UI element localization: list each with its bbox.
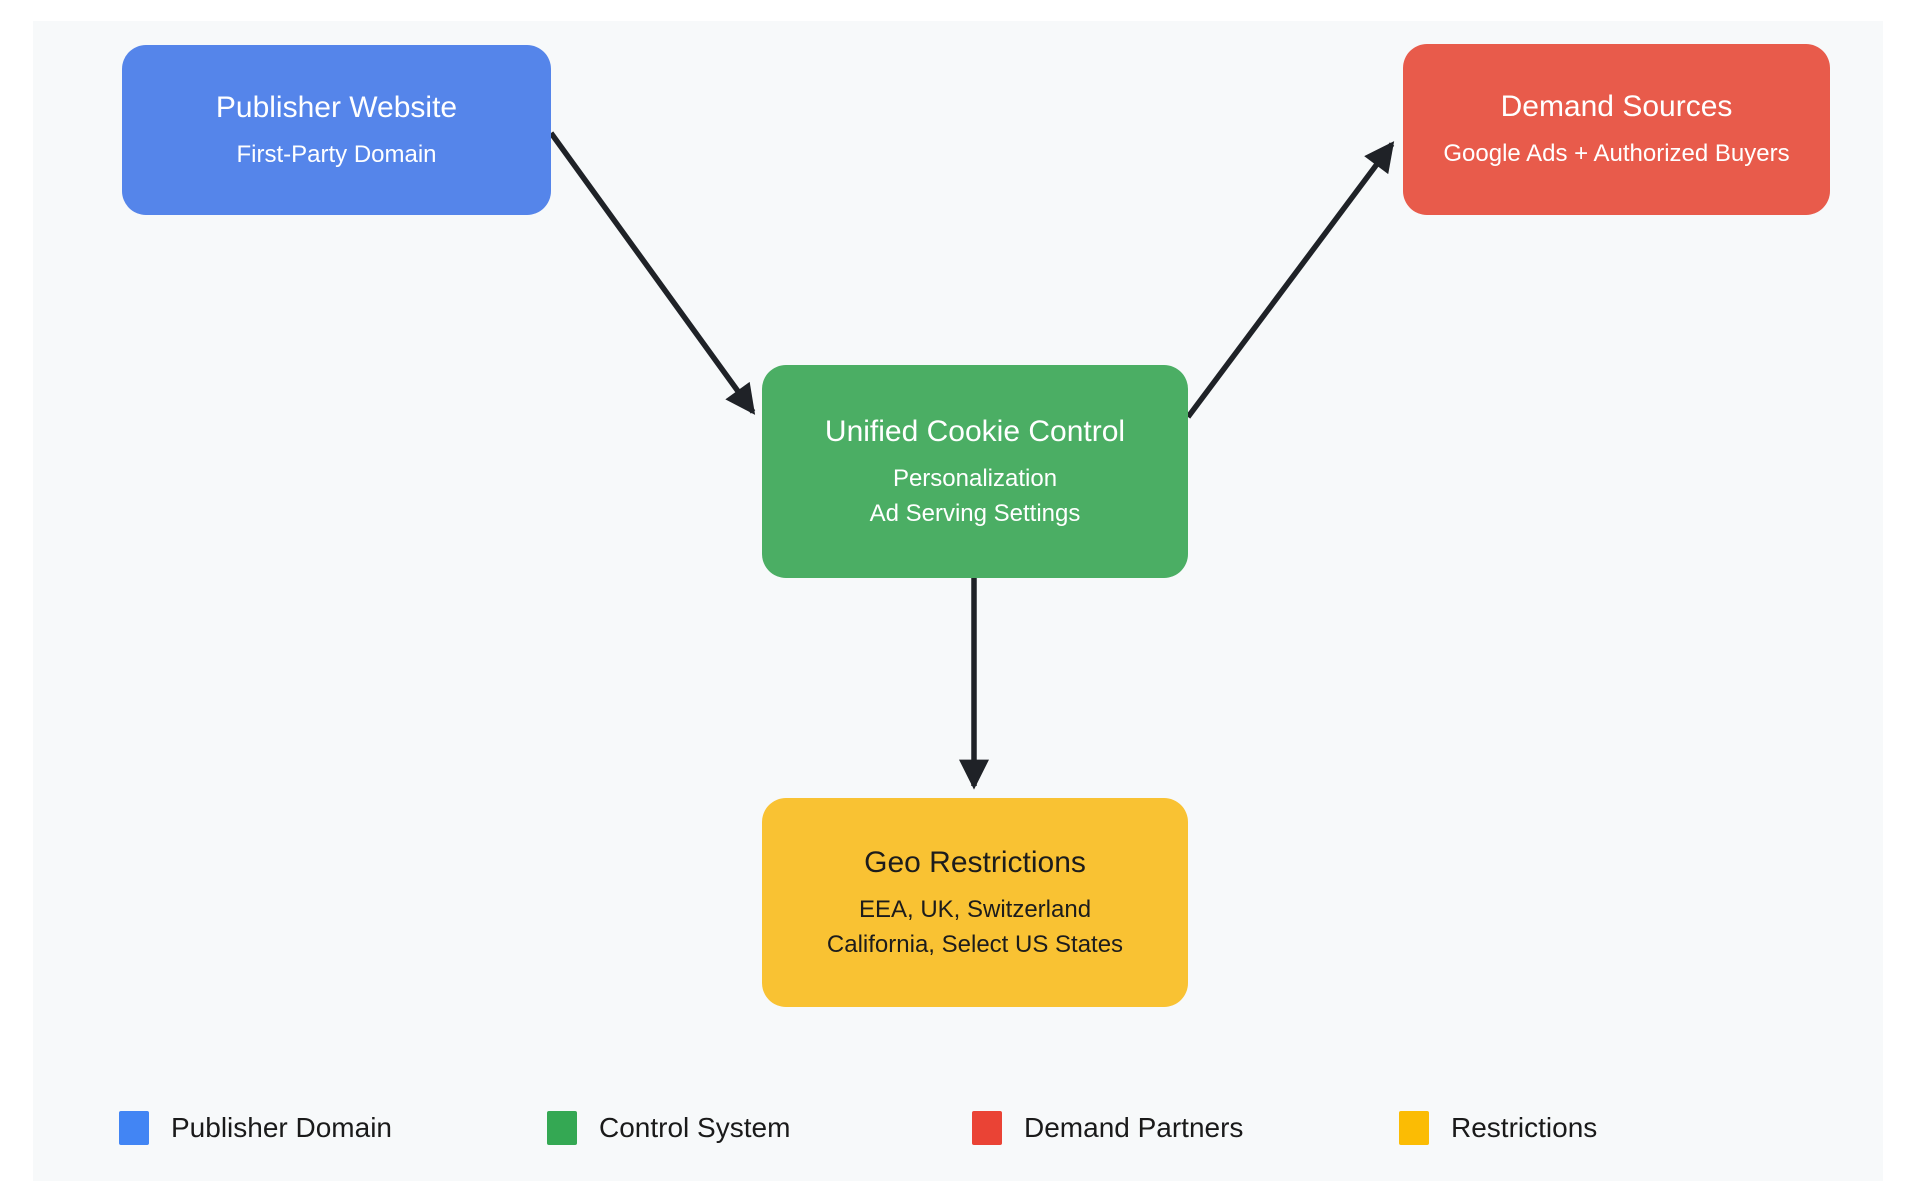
node-subtitle: First-Party Domain	[236, 140, 437, 168]
node-subtitle: Google Ads + Authorized Buyers	[1443, 140, 1790, 167]
node-title: Publisher Website	[215, 90, 458, 124]
legend: Publisher Domain Control System Demand P…	[0, 1108, 1920, 1152]
legend-item-control-system: Control System	[547, 1108, 790, 1148]
legend-label: Control System	[599, 1112, 791, 1143]
legend-label: Publisher Domain	[171, 1112, 392, 1143]
legend-swatch-publisher-domain	[119, 1111, 149, 1145]
legend-swatch-restrictions	[1399, 1111, 1429, 1145]
legend-swatch-demand-partners	[972, 1111, 1002, 1145]
node-subtitle: Personalization	[892, 464, 1058, 492]
legend-item-restrictions: Restrictions	[1399, 1108, 1597, 1148]
node-unified-cookie-control: Unified Cookie Control Personalization A…	[762, 365, 1188, 578]
legend-label: Restrictions	[1451, 1112, 1598, 1143]
legend-item-demand-partners: Demand Partners	[972, 1108, 1243, 1148]
legend-item-publisher-domain: Publisher Domain	[119, 1108, 392, 1148]
node-title: Geo Restrictions	[864, 845, 1086, 879]
node-subtitle: EEA, UK, Switzerland	[858, 895, 1092, 923]
node-geo-restrictions: Geo Restrictions EEA, UK, Switzerland Ca…	[762, 798, 1188, 1007]
node-title: Unified Cookie Control	[824, 414, 1126, 448]
node-demand-sources: Demand Sources Google Ads + Authorized B…	[1403, 44, 1830, 215]
legend-label: Demand Partners	[1024, 1112, 1244, 1143]
legend-swatch-control-system	[547, 1111, 577, 1145]
node-subtitle: Ad Serving Settings	[869, 499, 1081, 527]
node-publisher-website: Publisher Website First-Party Domain	[122, 45, 551, 215]
node-title: Demand Sources	[1500, 90, 1733, 123]
node-subtitle: California, Select US States	[826, 930, 1124, 958]
